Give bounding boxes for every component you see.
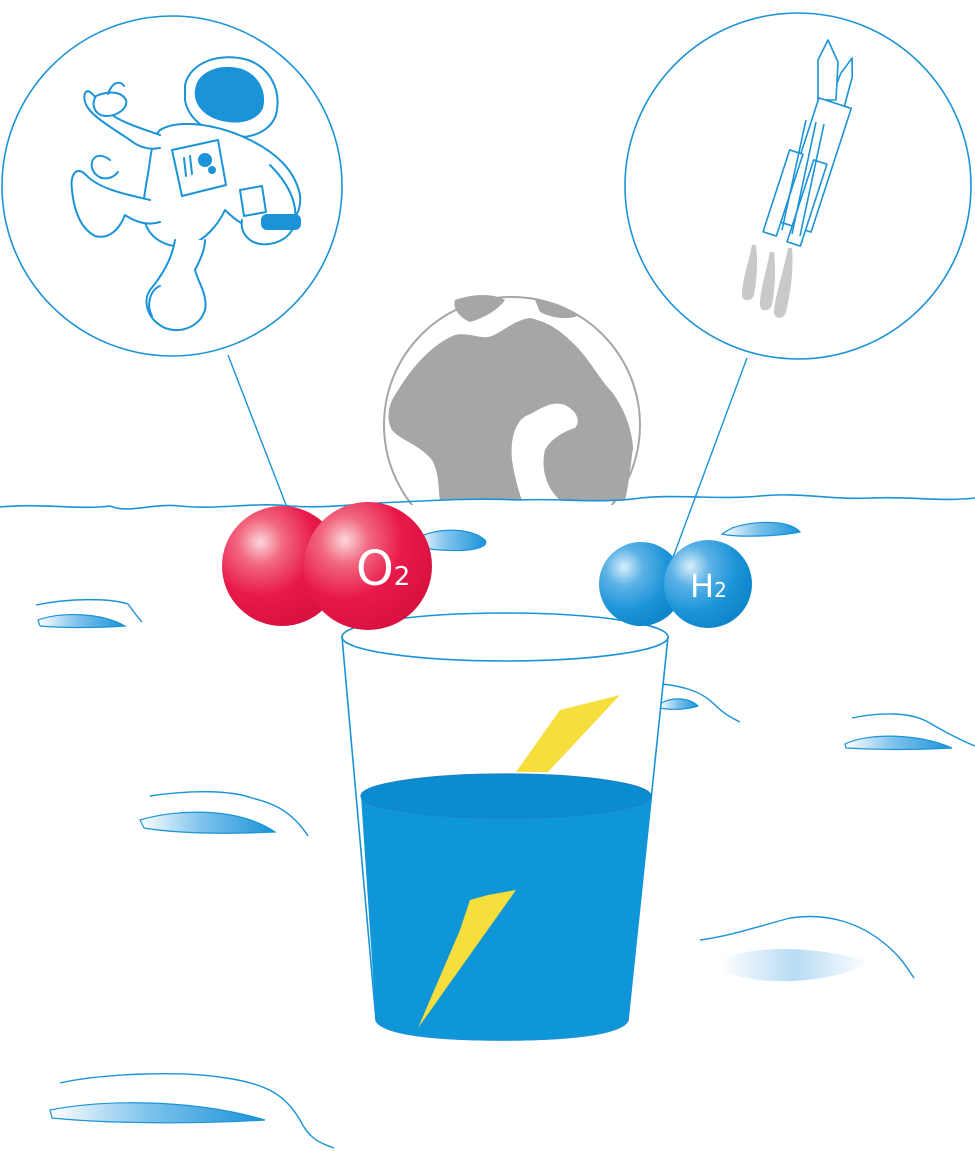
- water: [361, 796, 652, 1040]
- oxygen-formula: O: [356, 541, 394, 597]
- earth-globe: [383, 295, 641, 505]
- ground-ridges: [35, 598, 975, 1149]
- oxygen-subscript: 2: [394, 562, 411, 592]
- lightning-bolt-lower: [418, 890, 516, 1028]
- astronaut-callout: [1, 15, 343, 511]
- oxygen-molecule: O2: [222, 502, 432, 630]
- horizon-line: [0, 494, 975, 510]
- astronaut-icon: [70, 56, 302, 331]
- svg-text:H2: H2: [690, 567, 727, 605]
- hydrogen-subscript: 2: [714, 578, 727, 602]
- hydrogen-formula: H: [690, 567, 714, 605]
- ground-puddles: [37, 521, 953, 1124]
- rocket-callout: [624, 12, 972, 561]
- water-glass: [341, 612, 669, 1041]
- shallow-puddle: [720, 949, 870, 982]
- lightning-bolt-upper: [516, 695, 620, 772]
- hydrogen-molecule: H2: [599, 540, 752, 628]
- svg-text:O2: O2: [356, 541, 410, 597]
- rocket-icon: [742, 39, 854, 318]
